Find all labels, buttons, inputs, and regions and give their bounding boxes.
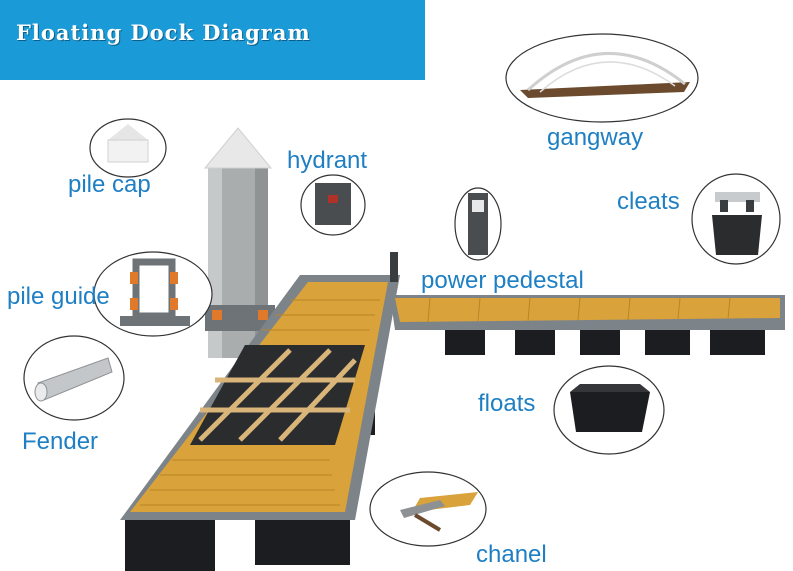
fender-callout xyxy=(23,335,125,421)
main-dock xyxy=(120,275,400,520)
power-pedestal-callout xyxy=(454,187,502,261)
finger-dock xyxy=(390,252,785,330)
floats-label: floats xyxy=(478,390,536,417)
hydrant-callout xyxy=(300,174,366,236)
chanel-label: chanel xyxy=(476,541,547,568)
fender-label: Fender xyxy=(22,428,99,455)
chanel-callout xyxy=(369,471,487,547)
power-pedestal-label: power pedestal xyxy=(421,267,584,294)
cleats-label: cleats xyxy=(617,188,680,215)
hydrant-label: hydrant xyxy=(287,147,368,174)
floats-callout xyxy=(553,365,665,455)
gangway-label: gangway xyxy=(547,124,644,151)
pile-guide-label: pile guide xyxy=(7,283,110,310)
page-title: Floating Dock Diagram xyxy=(16,20,311,45)
title-banner: Floating Dock Diagram xyxy=(0,0,425,80)
pile-guide-callout xyxy=(93,251,213,337)
pile-cap-callout xyxy=(89,118,167,178)
pile-cap-label: pile cap xyxy=(68,171,151,198)
gangway-callout xyxy=(505,33,699,123)
cleats-callout xyxy=(691,173,781,265)
